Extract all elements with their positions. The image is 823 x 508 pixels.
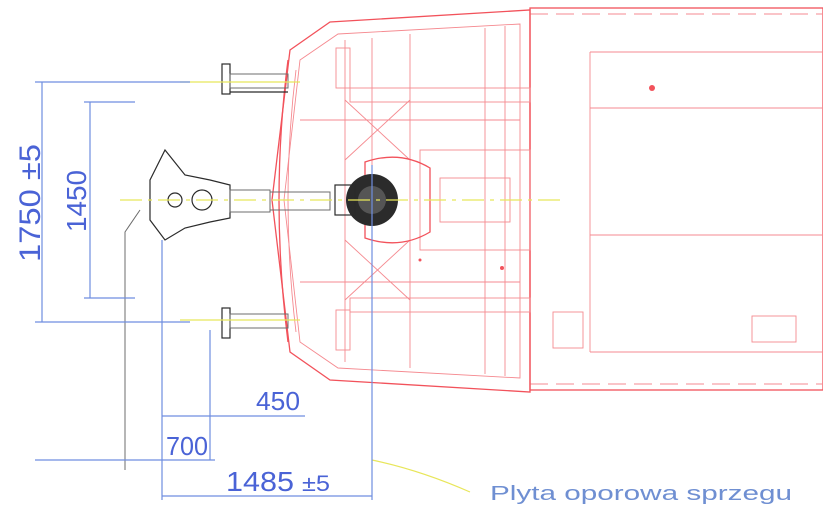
dim-1485-tolerance: ±5 bbox=[302, 471, 330, 496]
dim-1750-label: 1750 ±5 bbox=[14, 144, 47, 262]
dim-1485-label: 1485 bbox=[226, 466, 294, 497]
coupler-assembly bbox=[124, 148, 398, 470]
dim-1450-label: 1450 bbox=[61, 170, 92, 232]
coupler-plate-annotation: Plyta oporowa sprzegu bbox=[490, 483, 792, 505]
centerlines bbox=[120, 81, 560, 500]
dim-450-label: 450 bbox=[256, 386, 300, 416]
upper-buffer bbox=[221, 63, 289, 95]
lower-buffer bbox=[221, 307, 289, 339]
dimension-lines bbox=[35, 81, 372, 500]
dim-700-label: 700 bbox=[166, 431, 208, 461]
vehicle-body-outline bbox=[271, 7, 823, 393]
